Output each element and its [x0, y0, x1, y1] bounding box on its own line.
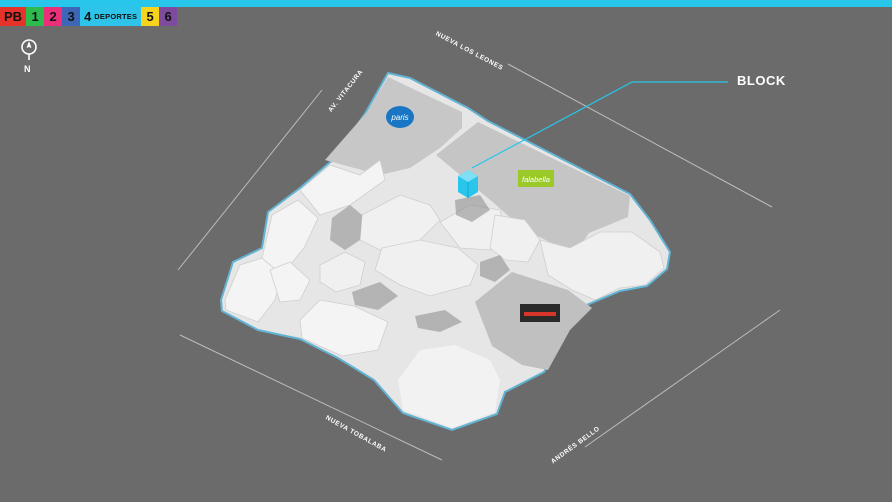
floor-tab-1[interactable]: 1: [26, 7, 45, 26]
paris-logo[interactable]: paris: [386, 106, 414, 128]
block-leader-line: [471, 81, 728, 169]
floor-tab-label: PB: [4, 9, 23, 24]
paris-logo-text: paris: [390, 113, 408, 122]
street-lines: [177, 63, 781, 461]
floor-tab-3[interactable]: 3: [62, 7, 81, 26]
block-store-marker[interactable]: [458, 170, 478, 198]
floor-tab-6[interactable]: 6: [159, 7, 178, 26]
floor-tab-label: 5: [146, 9, 154, 24]
floor-tab-label: 4: [84, 9, 92, 24]
floor-tab-label: 2: [49, 9, 57, 24]
falabella-logo-text: falabella: [522, 175, 550, 184]
floor-tab-5[interactable]: 5: [141, 7, 160, 26]
cinema-logo[interactable]: [520, 304, 560, 322]
falabella-logo[interactable]: falabella: [518, 170, 554, 187]
north-label: N: [24, 64, 31, 74]
block-label[interactable]: BLOCK: [737, 73, 786, 88]
floor-tab-sublabel: DEPORTES: [94, 12, 138, 21]
floor-tab-pb[interactable]: PB: [0, 7, 27, 26]
top-accent-bar: [0, 0, 892, 7]
floor-tab-2[interactable]: 2: [44, 7, 63, 26]
floor-tab-label: 1: [31, 9, 39, 24]
north-compass-icon: [21, 39, 37, 60]
floor-tab-label: 6: [164, 9, 172, 24]
building-footprint: [219, 71, 672, 432]
floor-tab-label: 3: [67, 9, 75, 24]
